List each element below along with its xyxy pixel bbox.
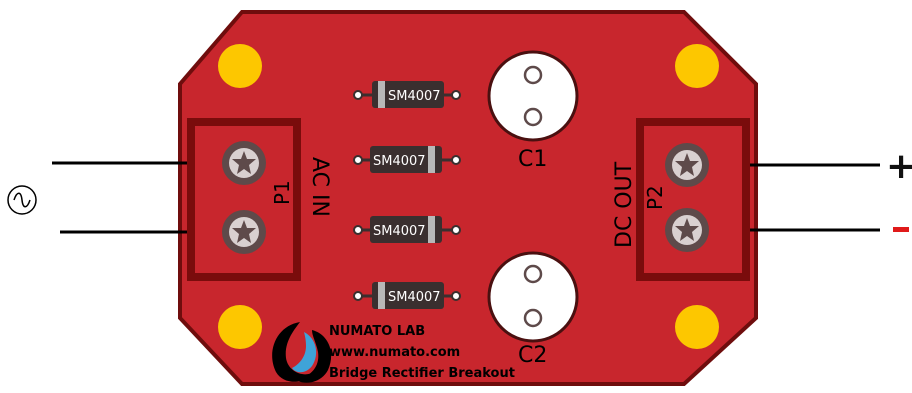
minus-sign-mark [893,227,909,232]
screw-terminal-icon [665,208,709,252]
mounting-pad-bottom-left [218,305,262,349]
diode-d4: SM4007 [353,282,461,309]
capacitor-c1 [487,50,579,142]
brand-product: Bridge Rectifier Breakout [329,366,515,381]
diode-d3: SM4007 [353,216,461,243]
brand-name: NUMATO LAB [329,324,425,339]
screw-terminal-icon [222,210,266,254]
brand-url: www.numato.com [329,345,460,360]
diode-label: SM4007 [373,154,426,169]
diode-label: SM4007 [388,89,441,104]
diode-d2: SM4007 [353,146,461,173]
diode-label: SM4007 [388,290,441,305]
dc-out-label: DC OUT [612,161,637,248]
ac-in-label: AC IN [307,157,332,217]
c2-label: C2 [518,343,547,368]
mounting-pad-top-left [218,44,262,88]
diode-d1: SM4007 [353,81,461,108]
p1-label: P1 [270,180,294,205]
ac-source-icon [7,185,37,215]
c1-label: C1 [518,147,547,172]
mounting-pad-top-right [675,44,719,88]
diode-label: SM4007 [373,224,426,239]
screw-terminal-icon [665,143,709,187]
capacitor-c2 [487,251,579,343]
numato-logo-icon [272,322,332,383]
p2-label: P2 [643,185,667,210]
mounting-pad-bottom-right [675,305,719,349]
screw-terminal-icon [222,141,266,185]
plus-sign: + [886,146,912,187]
